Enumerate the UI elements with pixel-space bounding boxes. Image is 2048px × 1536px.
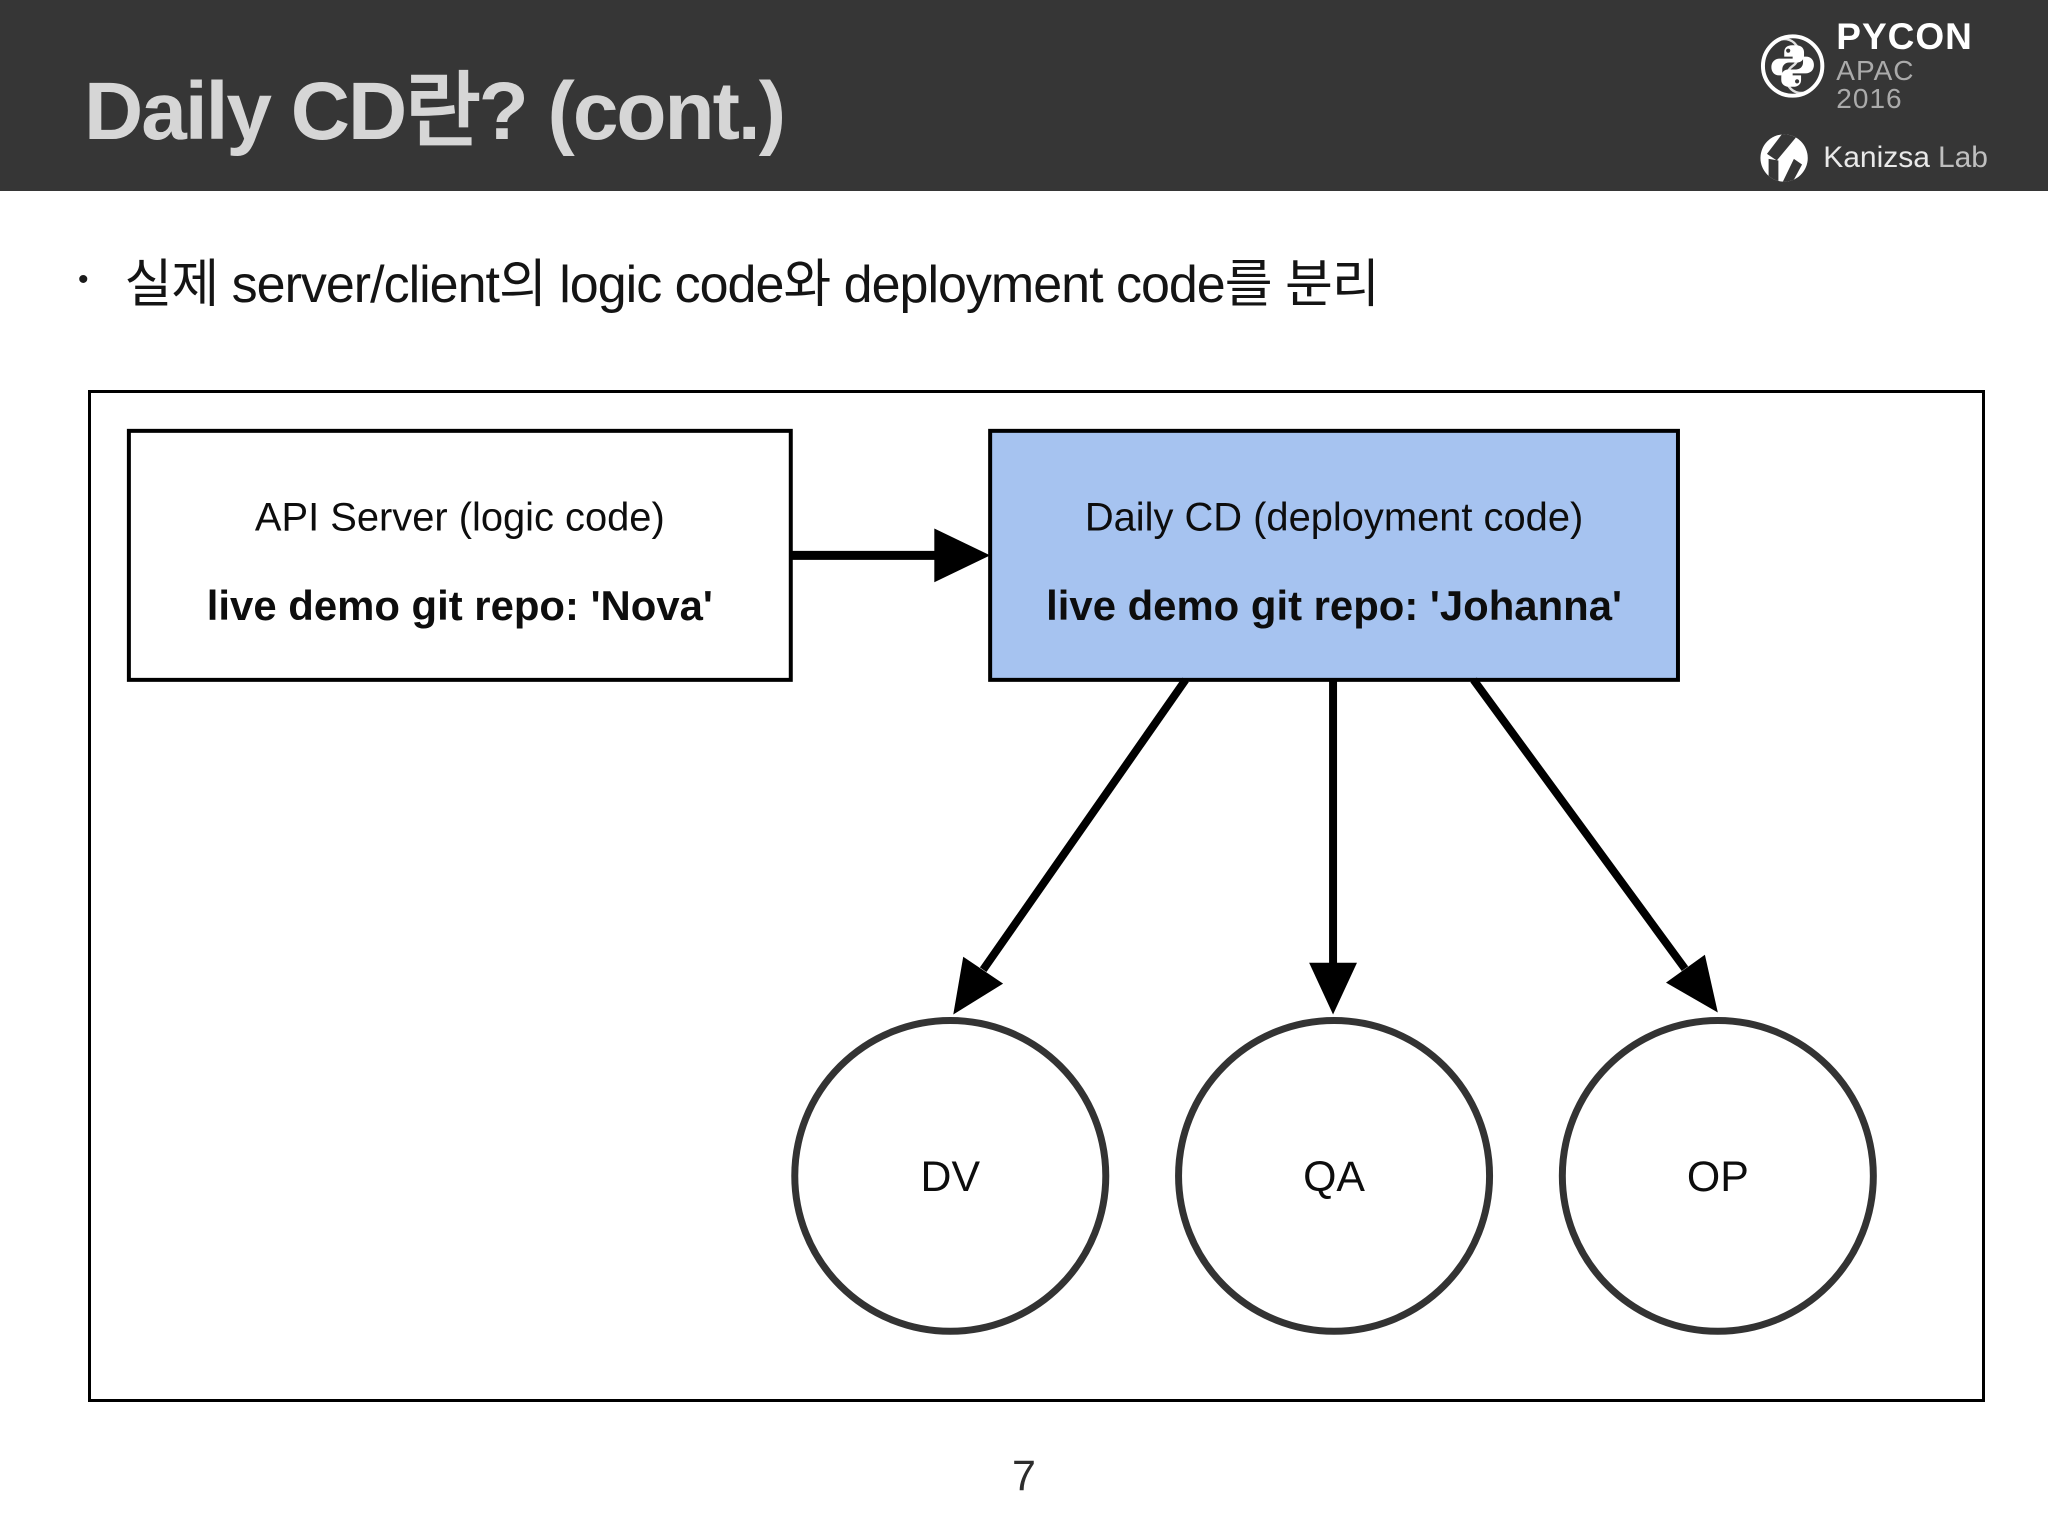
arrowhead-downright-icon xyxy=(1666,954,1718,1013)
arrow-dailycd-to-dv xyxy=(953,677,1189,1015)
diagram-canvas: API Server (logic code) live demo git re… xyxy=(126,428,1877,1335)
kanizsa-lab-icon xyxy=(1760,134,1808,182)
bullet-marker: • xyxy=(78,262,89,296)
page-title: Daily CD란? (cont.) xyxy=(84,66,786,157)
bullet-text: 실제 server/client의 logic code와 deployment… xyxy=(124,256,1380,314)
kanizsa-name: Kanizsa xyxy=(1823,141,1930,174)
bullet-item: • 실제 server/client의 logic code와 deployme… xyxy=(78,242,1380,317)
daily-cd-box-subtitle: live demo git repo: 'Johanna' xyxy=(1046,582,1622,629)
pycon-python-icon xyxy=(1760,33,1825,98)
pycon-subtitle: APAC 2016 xyxy=(1836,55,1915,114)
api-server-box-subtitle: live demo git repo: 'Nova' xyxy=(207,582,713,629)
node-label-dv: DV xyxy=(921,1153,981,1201)
arrow-dailycd-to-op xyxy=(1470,677,1718,1013)
daily-cd-box-title: Daily CD (deployment code) xyxy=(1085,495,1583,539)
node-label-qa: QA xyxy=(1303,1153,1365,1201)
kanizsa-lab-suffix: Lab xyxy=(1937,141,1988,174)
api-server-box xyxy=(126,428,793,682)
node-circle-op xyxy=(1558,1017,1877,1335)
pycon-logo-text: PYCON APAC 2016 xyxy=(1836,18,1988,113)
slide-header: Daily CD란? (cont.) PYCON APAC 2016 xyxy=(0,0,2048,191)
arrow-api-to-dailycd xyxy=(790,528,991,583)
deployment-flow-diagram: API Server (logic code) live demo git re… xyxy=(88,390,1985,1402)
arrowhead-down-icon xyxy=(1309,962,1357,1015)
node-circle-qa xyxy=(1175,1017,1494,1335)
api-server-box-title: API Server (logic code) xyxy=(255,495,665,539)
pycon-wordmark: PYCON xyxy=(1836,16,1973,57)
page-number: 7 xyxy=(1012,1452,1036,1500)
node-label-op: OP xyxy=(1687,1153,1749,1201)
arrowhead-downleft-icon xyxy=(953,956,1004,1015)
arrowhead-right-icon xyxy=(934,528,991,583)
daily-cd-box xyxy=(988,428,1680,682)
node-circle-dv xyxy=(791,1017,1110,1335)
arrow-dailycd-to-qa xyxy=(1309,679,1357,1015)
python-snakes xyxy=(1771,44,1814,87)
pycon-logo: PYCON APAC 2016 xyxy=(1758,18,1988,113)
